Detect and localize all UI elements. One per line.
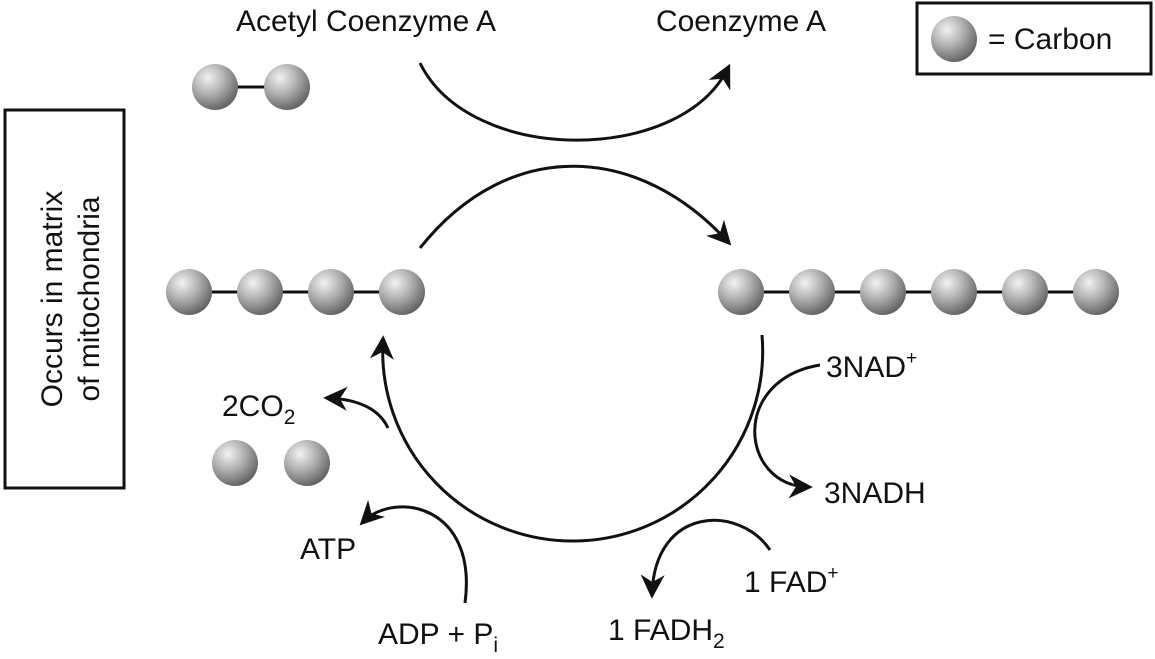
oxaloacetate-carbon-1 bbox=[166, 269, 212, 315]
citrate-molecule bbox=[718, 269, 1119, 315]
nad-label: 3NAD+ bbox=[826, 348, 917, 384]
oxaloacetate-molecule bbox=[166, 269, 425, 315]
citrate-carbon-4 bbox=[931, 269, 977, 315]
co2-release-arrow bbox=[323, 386, 390, 429]
co2-carbon-2 bbox=[284, 440, 330, 486]
legend: = Carbon bbox=[915, 1, 1153, 76]
citrate-carbon-5 bbox=[1002, 269, 1048, 315]
coenzyme-a-label: Coenzyme A bbox=[656, 5, 826, 38]
acetyl-coa-input-arrow bbox=[418, 62, 731, 142]
citrate-carbon-1 bbox=[718, 269, 764, 315]
nadh-label: 3NADH bbox=[824, 477, 926, 510]
adp-to-atp-arrow bbox=[359, 499, 468, 604]
acetyl-carbon-1 bbox=[192, 64, 238, 110]
location-box: Occurs in matrix of mitochondria bbox=[3, 108, 126, 490]
oxaloacetate-carbon-3 bbox=[308, 269, 354, 315]
legend-carbon-icon bbox=[931, 16, 977, 62]
citrate-carbon-3 bbox=[860, 269, 906, 315]
acetyl-coa-label: Acetyl Coenzyme A bbox=[236, 5, 496, 38]
citrate-carbon-6 bbox=[1073, 269, 1119, 315]
co2-carbon-1 bbox=[212, 440, 258, 486]
oxaloacetate-carbon-2 bbox=[237, 269, 283, 315]
adp-label: ADP + Pi bbox=[378, 618, 498, 657]
fad-label: 1 FAD+ bbox=[744, 563, 838, 599]
oxaloacetate-carbon-4 bbox=[379, 269, 425, 315]
location-box-frame bbox=[3, 108, 126, 490]
condensation-arrow bbox=[418, 164, 732, 249]
fadh2-label: 1 FADH2 bbox=[608, 614, 725, 653]
legend-box bbox=[915, 1, 1153, 76]
acetyl-carbon-2 bbox=[264, 64, 310, 110]
location-line-1: Occurs in matrix bbox=[36, 191, 69, 408]
co2-label: 2CO2 bbox=[222, 390, 295, 429]
citrate-carbon-2 bbox=[789, 269, 835, 315]
released-co2-carbons bbox=[212, 440, 330, 486]
legend-label: = Carbon bbox=[988, 23, 1112, 56]
atp-label: ATP bbox=[300, 533, 356, 566]
cycle-circle-arrow bbox=[369, 334, 765, 543]
fad-to-fadh2-arrow bbox=[640, 518, 772, 599]
nad-to-nadh-arrow bbox=[753, 363, 821, 499]
acetyl-group-molecule bbox=[192, 64, 310, 110]
location-line-2: of mitochondria bbox=[73, 196, 106, 401]
